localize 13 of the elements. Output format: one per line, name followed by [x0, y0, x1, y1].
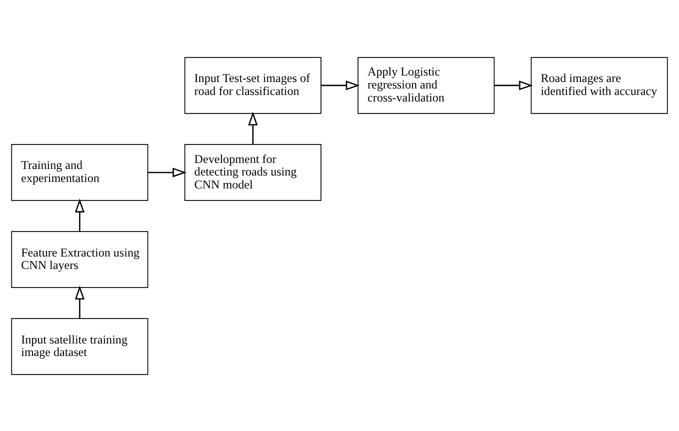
- node-box: Feature Extraction using CNN layers: [11, 230, 148, 288]
- arrow: [321, 80, 360, 90]
- arrow: [74, 198, 85, 231]
- node-box: Input satellite training image dataset: [11, 318, 148, 374]
- node-box: Road images are identified with accuracy: [530, 56, 668, 114]
- node-box: Training and experimentation: [11, 144, 148, 200]
- arrow: [494, 80, 533, 90]
- arrow: [74, 285, 85, 318]
- arrow: [248, 111, 258, 144]
- node-box: Development for detecting roads using CNN model: [184, 144, 322, 200]
- node-box: Apply Logistic regression and cross-validation: [358, 56, 495, 114]
- arrow: [148, 167, 186, 177]
- node-box: Input Test-set images of road for classification: [184, 56, 322, 114]
